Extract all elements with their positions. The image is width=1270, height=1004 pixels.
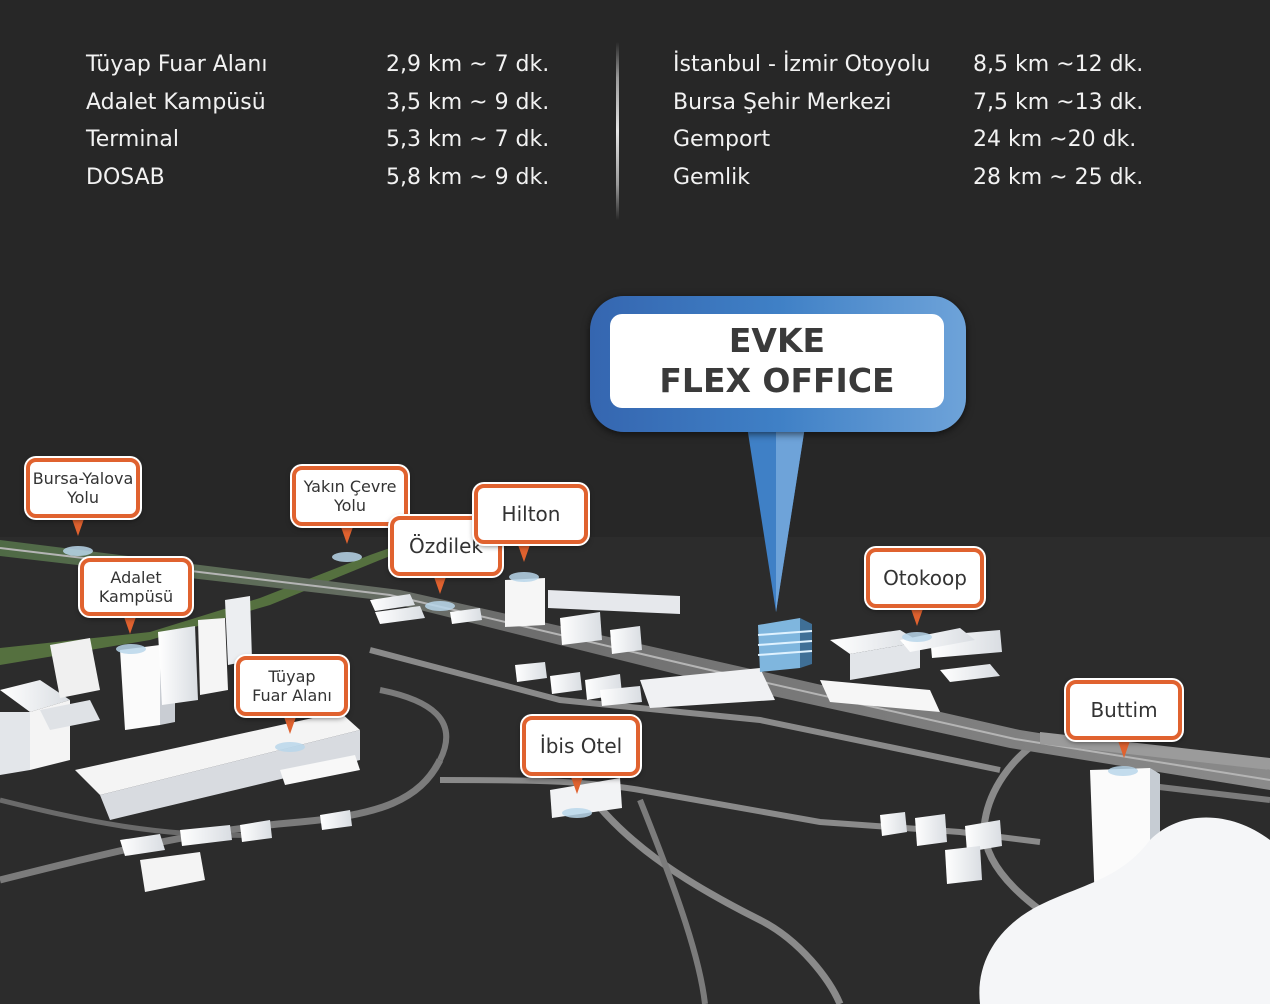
- distance-place: İstanbul - İzmir Otoyolu: [673, 52, 931, 77]
- landmark-otokoop-label: Otokoop: [866, 548, 984, 608]
- landmark-bursa-yalova-label: Bursa-Yalova Yolu: [26, 458, 140, 518]
- road: [577, 780, 844, 1004]
- distance-value: 2,9 km ~ 7 dk.: [386, 52, 550, 77]
- road: [980, 737, 1043, 913]
- evke-tower: [757, 618, 813, 672]
- distance-value: 3,5 km ~ 9 dk.: [386, 89, 550, 115]
- building-cluster-otokoop: [900, 628, 1000, 682]
- road: [379, 687, 450, 762]
- landmark-yakin-cevre-label: Yakın Çevre Yolu: [292, 466, 408, 526]
- marker-base: [332, 552, 362, 562]
- overpass: [1040, 732, 1270, 770]
- green-highway: [0, 548, 400, 665]
- distance-place: Adalet Kampüsü: [86, 89, 266, 115]
- distance-place: Tüyap Fuar Alanı: [86, 52, 268, 77]
- marker-pointer: [1117, 738, 1131, 758]
- evke-sign-panel: EVKE FLEX OFFICE: [610, 314, 944, 408]
- distance-value: 28 km ~ 25 dk.: [973, 164, 1144, 190]
- marker-base: [116, 644, 146, 654]
- road: [637, 798, 708, 1004]
- evke-flex-office-sign: EVKE FLEX OFFICE: [590, 296, 966, 432]
- road: [369, 647, 1001, 773]
- distance-value: 24 km ~20 dk.: [973, 127, 1137, 152]
- landmark-hilton-label: Hilton: [474, 484, 588, 544]
- distance-value: 5,8 km ~ 9 dk.: [386, 164, 550, 190]
- marker-pointer: [123, 614, 137, 634]
- landmark-buttim-label: Buttim: [1066, 680, 1182, 740]
- marker-base: [63, 546, 93, 556]
- highway-lane: [0, 547, 1270, 781]
- distance-value: 7,5 km ~13 dk.: [973, 89, 1144, 115]
- marker-pointer: [910, 606, 924, 626]
- landmark-ibis-label: İbis Otel: [522, 716, 640, 776]
- distance-place: Terminal: [86, 127, 179, 152]
- distance-place: DOSAB: [86, 164, 165, 190]
- marker-base: [1108, 766, 1138, 776]
- marker-pointer: [570, 774, 584, 794]
- distance-value: 5,3 km ~ 7 dk.: [386, 127, 550, 152]
- marker-pointer: [283, 714, 297, 734]
- marker-pointer: [433, 574, 447, 594]
- marker-base: [562, 808, 592, 818]
- column-divider: [616, 42, 619, 220]
- evke-sign-line1: EVKE: [728, 321, 826, 360]
- landmark-tuyap-label: Tüyap Fuar Alanı: [236, 656, 348, 716]
- marker-base: [425, 601, 455, 611]
- marker-pointer: [517, 542, 531, 562]
- marker-base: [902, 632, 932, 642]
- distance-place: Gemlik: [673, 164, 750, 190]
- distance-place: Bursa Şehir Merkezi: [673, 89, 892, 115]
- marker-pointer: [71, 516, 85, 536]
- marker-base: [275, 742, 305, 752]
- evke-sign-line2: FLEX OFFICE: [659, 361, 895, 400]
- distance-value: 8,5 km ~12 dk.: [973, 52, 1144, 77]
- distance-place: Gemport: [673, 127, 771, 152]
- marker-pointer: [340, 524, 354, 544]
- landmark-adalet-label: Adalet Kampüsü: [80, 558, 192, 616]
- main-highway: [0, 540, 1270, 790]
- road: [0, 758, 444, 884]
- road: [439, 777, 1041, 845]
- marker-base: [509, 572, 539, 582]
- building-cluster-right: [820, 630, 1270, 1004]
